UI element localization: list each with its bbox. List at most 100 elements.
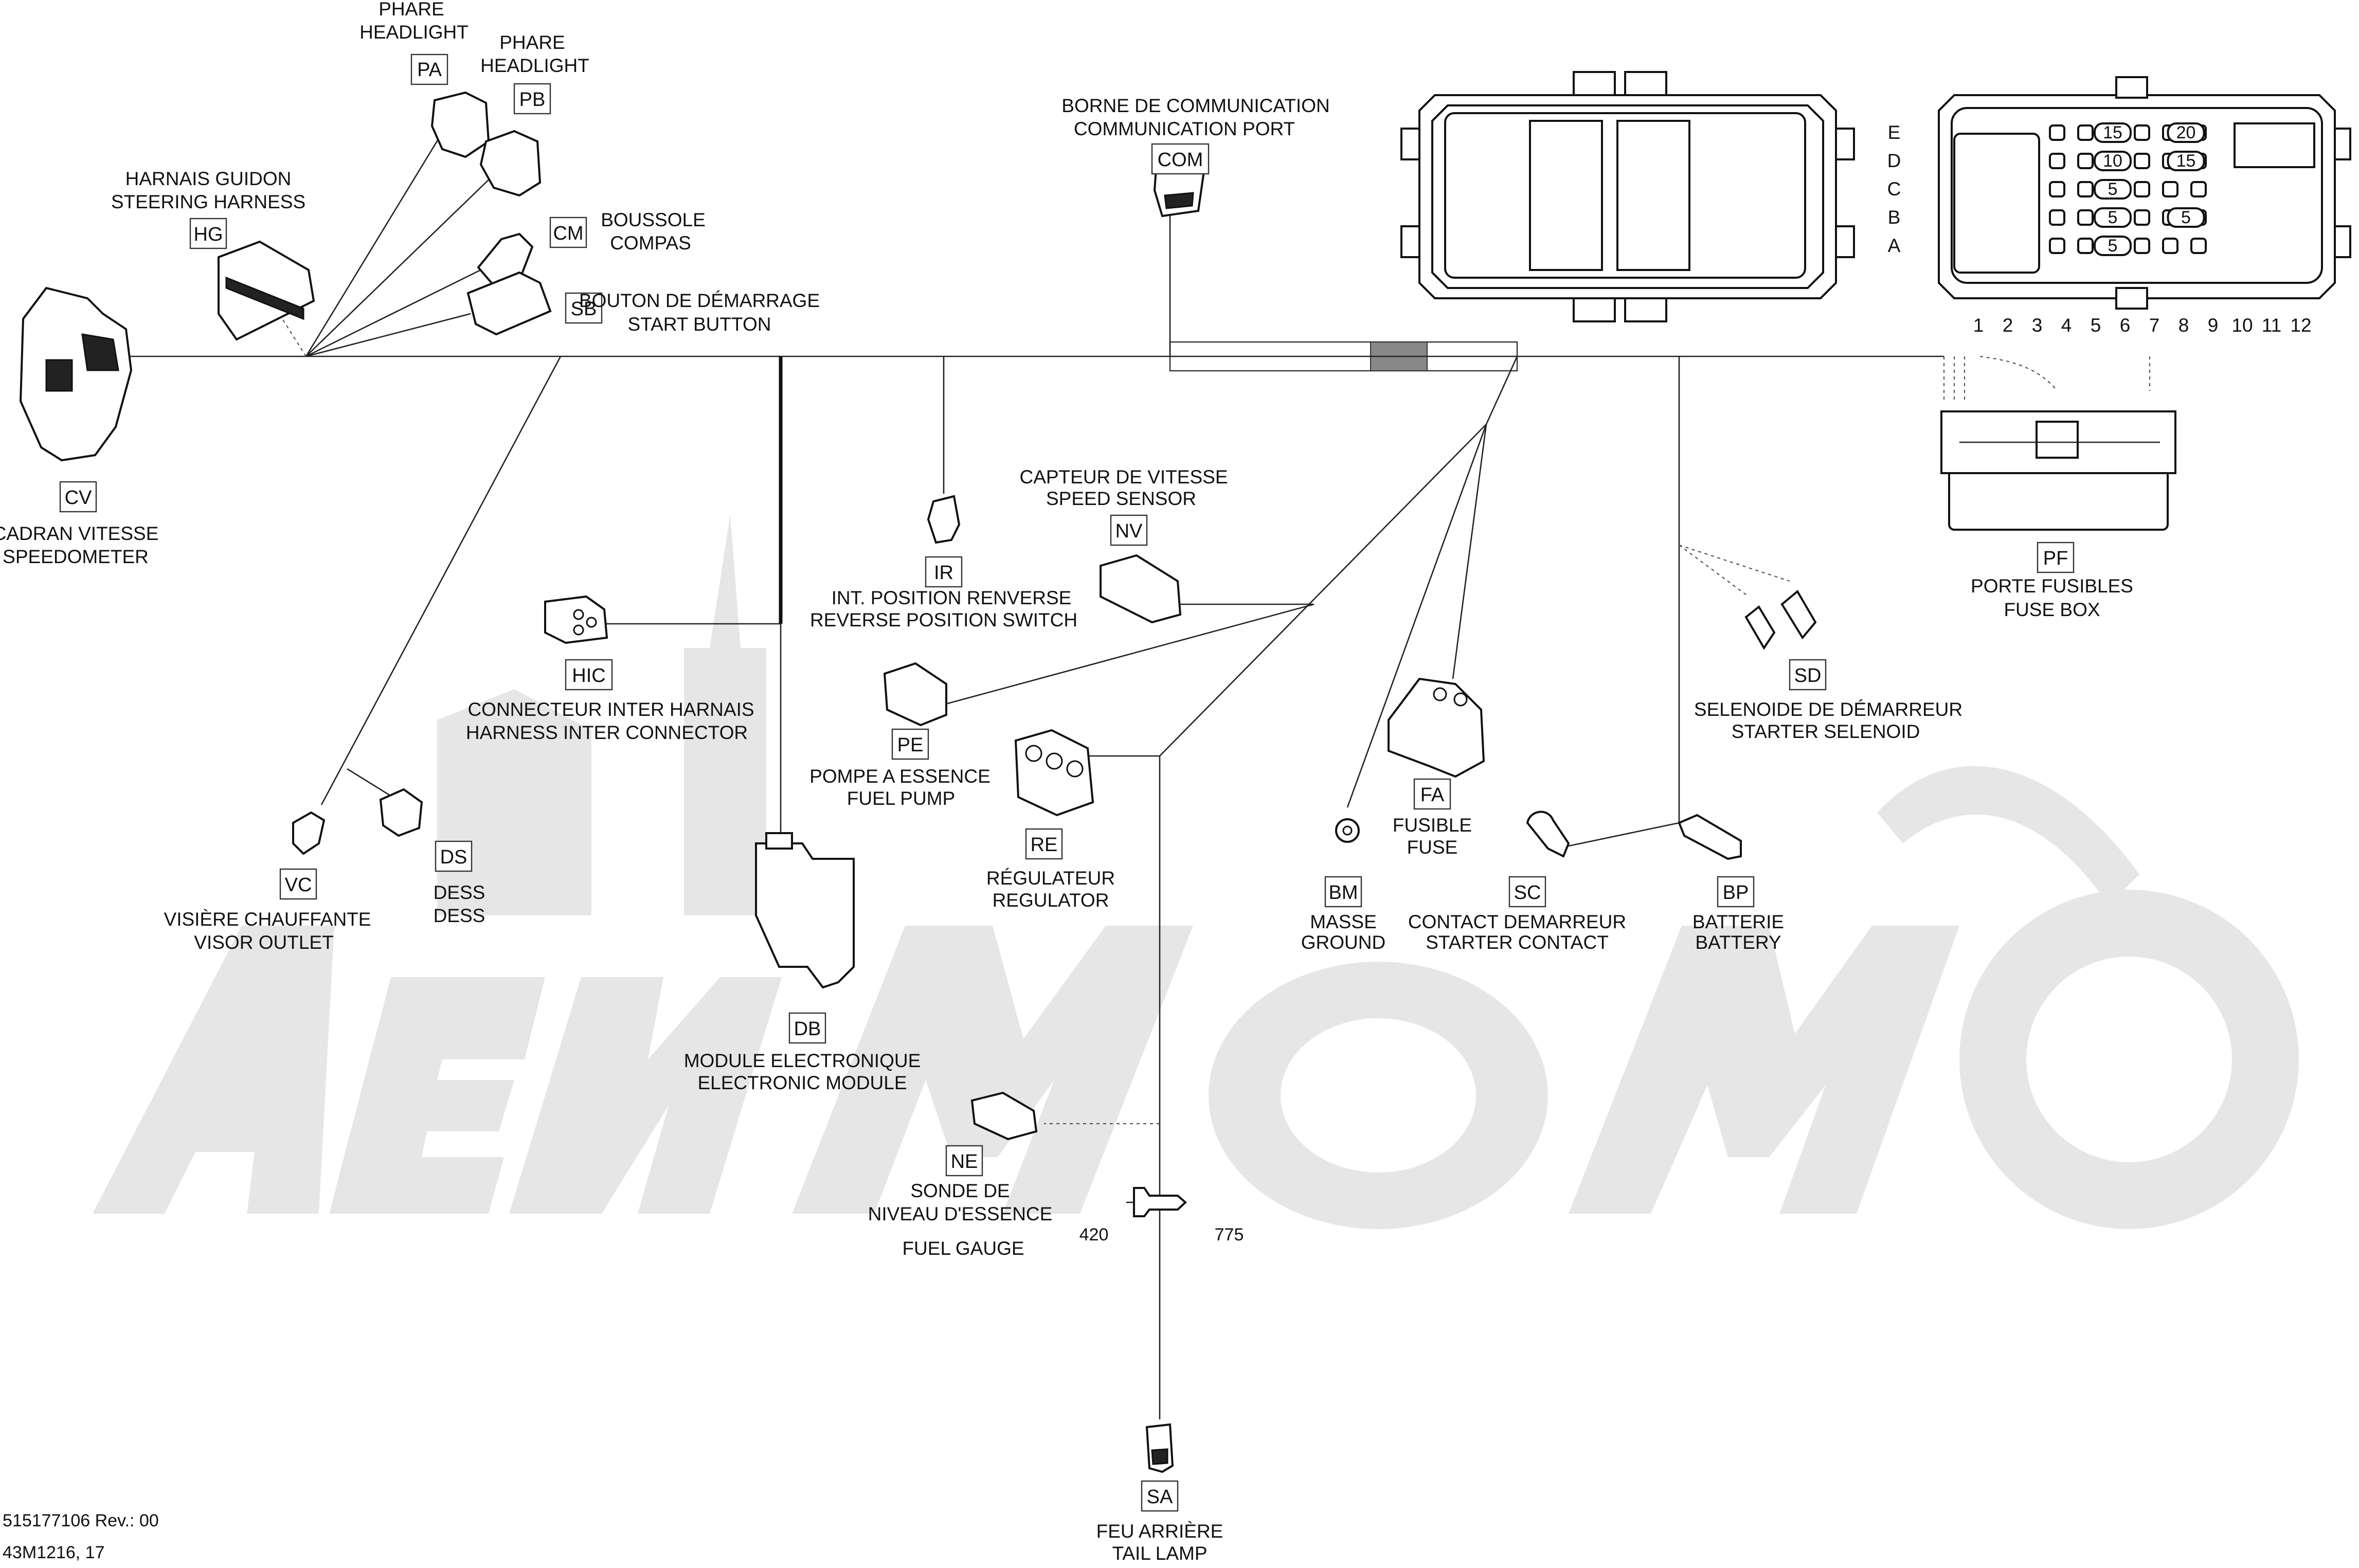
fuse-slot (2049, 124, 2065, 141)
fuse-rated (2094, 236, 2132, 256)
pa-en: HEADLIGHT (359, 22, 469, 43)
fuse-column-label: 4 (2061, 315, 2072, 336)
fuse-rated (2167, 207, 2205, 228)
fuse-column-label: 8 (2178, 315, 2189, 336)
sa-en: TAIL LAMP (1112, 1543, 1207, 1564)
fuse-slot (2190, 238, 2207, 254)
db-fr: MODULE ELECTRONIQUE (684, 1050, 921, 1071)
fuse-slot (2077, 153, 2094, 169)
fuse-rating: 5 (2108, 179, 2118, 199)
fuse-slot (2134, 181, 2150, 197)
sd-en: STARTER SELENOID (1732, 721, 1920, 742)
fuse-column-label: 3 (2032, 315, 2043, 336)
fuse-rated (2167, 122, 2205, 143)
fuse-slot (2049, 153, 2065, 169)
fuse-row-label: B (1888, 207, 1901, 228)
fuse-row-label: E (1888, 122, 1901, 143)
fuse-slot (2162, 238, 2178, 254)
headlight-pa-connector (430, 91, 490, 158)
ne-fr1: SONDE DE (910, 1180, 1010, 1201)
ir-code: IR (934, 562, 953, 584)
vc-fr: VISIÈRE CHAUFFANTE (164, 909, 371, 930)
fuse-slot (2134, 238, 2150, 254)
bm-fr: MASSE (1310, 911, 1377, 932)
db-code: DB (794, 1018, 821, 1040)
cm-code: CM (553, 223, 583, 244)
sc-fr: CONTACT DEMARREUR (1408, 911, 1626, 932)
pb-fr: PHARE (499, 32, 565, 53)
component-parts (19, 91, 1817, 1473)
fuse-rated (2094, 179, 2132, 200)
fa-en: FUSE (1407, 837, 1458, 858)
fuse-row-label: D (1887, 150, 1901, 171)
fuse-column-label: 10 (2231, 315, 2253, 336)
fuse-rating: 15 (2176, 151, 2196, 171)
hic-en: HARNESS INTER CONNECTOR (466, 722, 748, 743)
fa-fr: FUSIBLE (1393, 815, 1472, 836)
fuse-rating: 20 (2176, 123, 2196, 142)
fuse-column-label: 1 (1973, 315, 1984, 336)
starter-contact-terminal (1526, 810, 1570, 858)
fuse-slot (2134, 153, 2150, 169)
ds-fr: DESS (434, 882, 485, 903)
fuse-column-label: 11 (2262, 315, 2281, 336)
ne-en: FUEL GAUGE (902, 1238, 1024, 1259)
fuel-pump-connector (883, 662, 947, 727)
fuse-column-label: 6 (2120, 315, 2131, 336)
cm-en: COMPAS (610, 232, 691, 254)
vc-code: VC (285, 874, 312, 896)
db-en: ELECTRONIC MODULE (697, 1072, 907, 1093)
battery-terminal (1678, 814, 1742, 860)
fuse-rated (2167, 151, 2205, 171)
pb-code: PB (519, 89, 546, 111)
pb-en: HEADLIGHT (480, 55, 589, 76)
fuse-slot (2049, 181, 2065, 197)
fuse-rating: 10 (2103, 151, 2122, 171)
pe-fr: POMPE A ESSENCE (809, 766, 991, 787)
headlight-pb-connector (479, 130, 542, 197)
fuse-slot (2049, 238, 2065, 254)
fuse-box-grid (1938, 76, 2351, 310)
hg-code: HG (194, 224, 223, 245)
footer-ref: 43M1216, 17 (3, 1543, 105, 1562)
com-en: COMMUNICATION PORT (1074, 118, 1295, 139)
fuse-row-label: A (1888, 235, 1901, 256)
cv-code: CV (65, 487, 92, 509)
hic-code: HIC (572, 665, 605, 687)
re-en: REGULATOR (993, 890, 1109, 911)
fuel-gauge-sensor (1133, 1187, 1187, 1217)
tail-lamp-connector (1145, 1423, 1174, 1473)
fuse-slot (2190, 181, 2207, 197)
bp-code: BP (1723, 882, 1749, 904)
fuse-column-label: 9 (2208, 315, 2219, 336)
ir-en: REVERSE POSITION SWITCH (810, 609, 1077, 630)
speedometer-part (19, 286, 133, 462)
fuse-row-label: C (1887, 178, 1901, 200)
fuse-rated (2094, 122, 2132, 143)
cm-fr: BOUSSOLE (601, 209, 706, 230)
re-fr: RÉGULATEUR (986, 868, 1115, 889)
pe-en: FUEL PUMP (847, 788, 955, 809)
harness-wires (113, 115, 2151, 1419)
bp-fr: BATTERIE (1692, 911, 1784, 932)
vc-en: VISOR OUTLET (194, 932, 333, 953)
re-code: RE (1031, 834, 1058, 856)
sb-en: START BUTTON (628, 314, 771, 335)
sa-fr: FEU ARRIÈRE (1096, 1521, 1223, 1542)
visor-outlet-connector (292, 811, 326, 855)
fuse-rated (2094, 207, 2132, 228)
ds-en: DESS (434, 905, 485, 926)
sd-code: SD (1794, 665, 1822, 687)
fuel-gauge-connector (970, 1091, 1038, 1141)
sc-en: STARTER CONTACT (1426, 932, 1609, 953)
fuse-rating: 5 (2181, 208, 2191, 227)
ne-fr2: NIVEAU D'ESSENCE (868, 1203, 1053, 1224)
reverse-switch-connector (927, 495, 961, 544)
bm-code: BM (1329, 882, 1358, 904)
start-button-connector (466, 271, 552, 336)
ds-code: DS (440, 846, 467, 868)
fuse-slot (2077, 181, 2094, 197)
